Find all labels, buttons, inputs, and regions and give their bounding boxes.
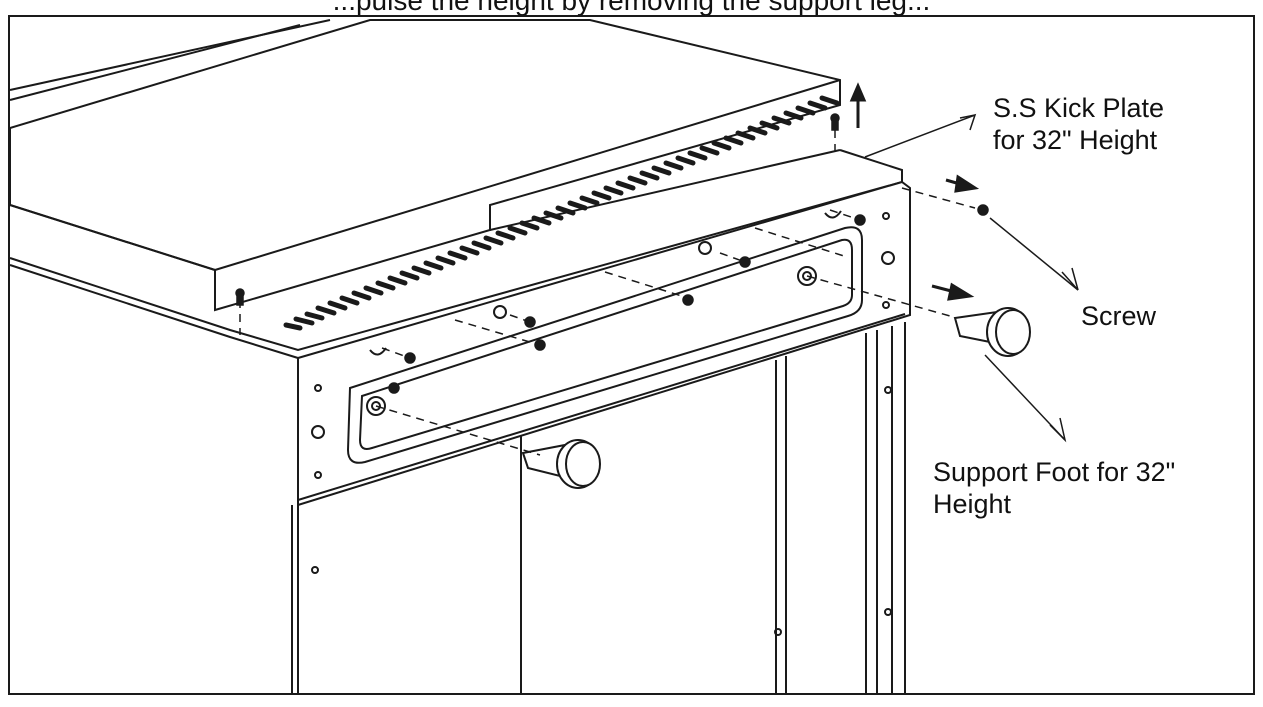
top-caption-cutoff: ...pulse the height by removing the supp… <box>332 0 931 16</box>
screw-label: Screw <box>1081 301 1157 331</box>
kick-plate <box>297 180 911 507</box>
support-foot-upper <box>953 307 1031 357</box>
vent-slots <box>283 95 840 331</box>
diagram-frame <box>8 15 1255 695</box>
support-foot-label-line-2: Height <box>933 489 1012 519</box>
leader-lines <box>864 113 1079 443</box>
screws <box>235 113 989 394</box>
support-foot-label-line-1: Support Foot for 32" <box>933 457 1176 487</box>
kick-plate-label: S.S Kick Plate for 32" Height <box>993 92 1164 156</box>
countertop <box>9 19 841 312</box>
cabinet-top <box>9 149 903 359</box>
assembly-guide-lines <box>239 130 976 456</box>
kick-plate-label-line-1: S.S Kick Plate <box>993 93 1165 123</box>
support-foot-lower <box>521 439 601 489</box>
cabinet-body <box>291 322 906 694</box>
kick-plate-label-line-2: for 32" Height <box>993 125 1158 155</box>
direction-arrows <box>849 82 980 301</box>
support-foot-label: Support Foot for 32" Height <box>933 456 1175 520</box>
